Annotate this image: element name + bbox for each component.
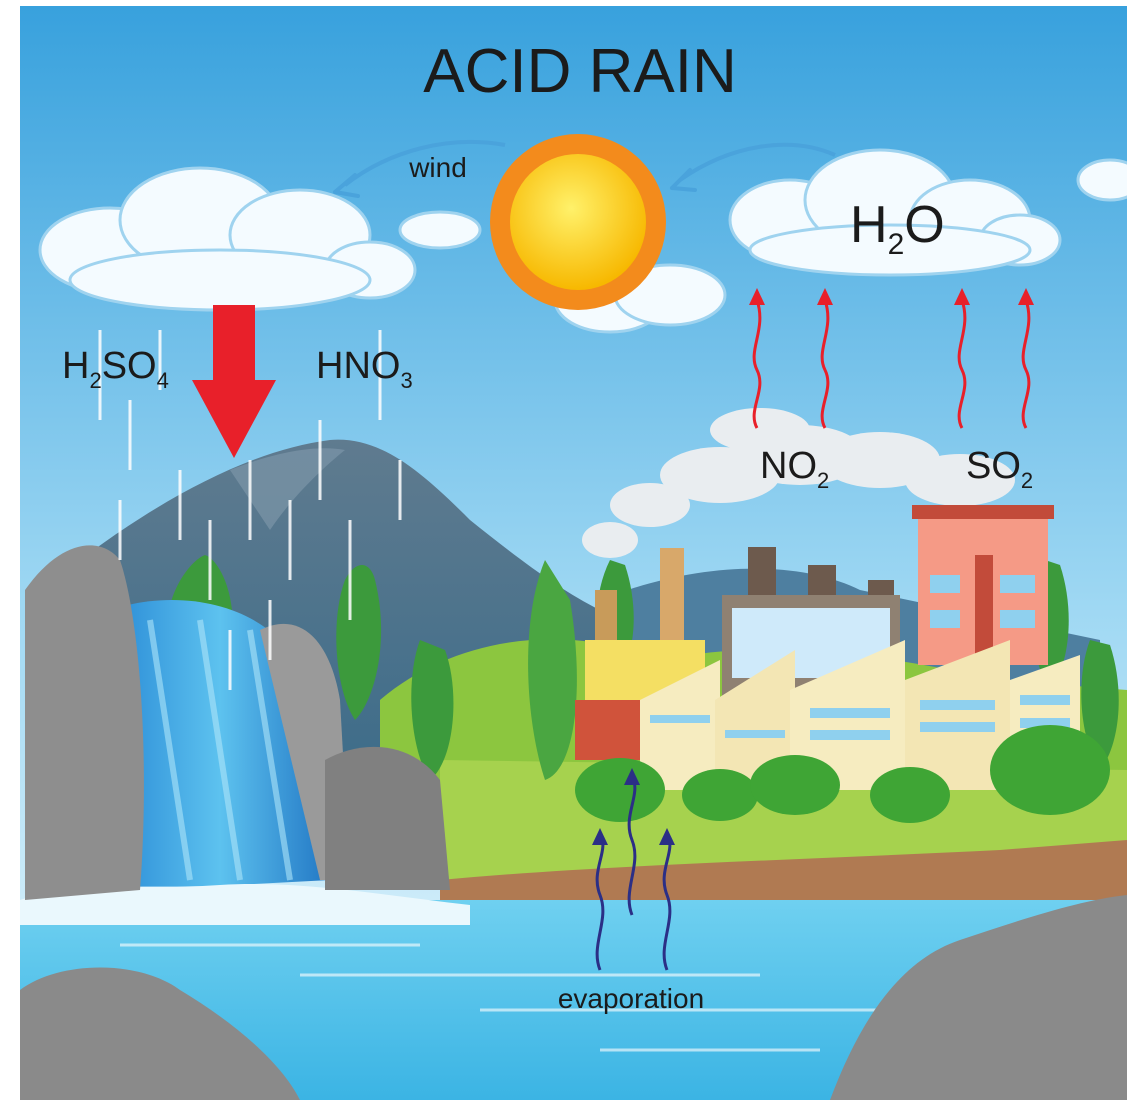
h2so4-label: H2SO4	[62, 345, 169, 393]
rock-icon	[20, 545, 1127, 1100]
diagram-title: ACID RAIN	[423, 37, 736, 106]
small-cloud	[398, 210, 482, 250]
so2-label: SO2	[966, 445, 1033, 493]
wind-arrow-icon	[333, 139, 836, 198]
smoke	[582, 408, 1015, 558]
edge-cloud	[1076, 158, 1127, 202]
right-cloud	[728, 148, 1062, 277]
evaporation-arrow-icon	[595, 774, 672, 971]
river-bank	[440, 840, 1127, 910]
h2o-label: H2O	[850, 196, 945, 261]
hno3-label: HNO3	[316, 345, 413, 393]
emission-arrowheads	[749, 288, 1034, 305]
evaporation-label: evaporation	[558, 983, 704, 1014]
wind-label: wind	[408, 152, 467, 183]
evaporation-arrowheads	[592, 768, 675, 845]
water-ripples	[120, 943, 900, 1052]
acid-rain-drops	[98, 330, 402, 690]
left-cloud	[38, 166, 417, 312]
factory-icon	[575, 505, 1080, 795]
bushes	[575, 725, 1110, 823]
acid-rain-arrow-icon	[192, 305, 276, 458]
emission-arrow-icon	[752, 299, 1031, 429]
no2-label: NO2	[760, 445, 829, 493]
sun-icon	[490, 134, 666, 310]
